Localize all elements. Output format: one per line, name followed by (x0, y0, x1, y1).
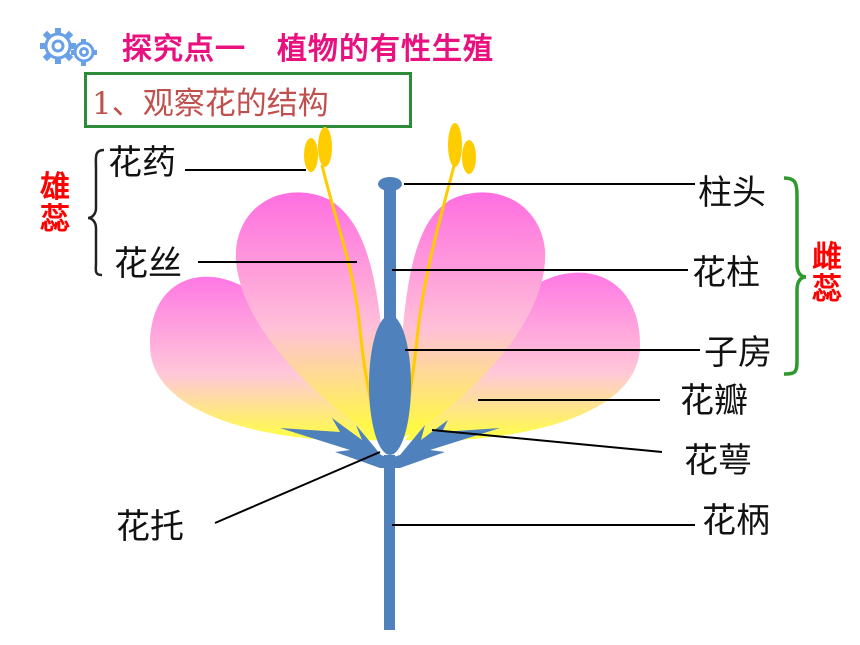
section-subtitle: 1、观察花的结构 (92, 86, 329, 122)
petal-left-inner (235, 192, 387, 440)
anther-right-b (462, 140, 476, 174)
gears-icon (40, 28, 97, 66)
pistil-group-label: 雌蕊 (812, 240, 842, 307)
ovary (369, 315, 411, 455)
label-stigma: 柱头 (698, 173, 766, 213)
pedicel (384, 455, 395, 630)
label-receptacle: 花托 (116, 507, 184, 547)
subtitle-box (84, 72, 412, 128)
anther-left-a (304, 138, 318, 172)
petal-right-outer (405, 272, 640, 441)
petal-left-outer (150, 276, 380, 441)
label-pedicel: 花柄 (702, 501, 770, 541)
label-petal: 花瓣 (680, 381, 748, 421)
pistil-bracket (783, 176, 807, 376)
style (384, 188, 396, 325)
label-ovary: 子房 (704, 333, 772, 373)
label-style: 花柱 (692, 253, 760, 293)
label-filament: 花丝 (114, 244, 182, 284)
anther-right-a (448, 123, 462, 167)
anther-left-b (318, 127, 332, 167)
stamen-group-label: 雄蕊 (40, 170, 70, 237)
label-anther: 花药 (108, 143, 176, 183)
stamen-bracket (87, 148, 105, 277)
leader-sepal (431, 429, 663, 453)
petal-right-inner (398, 192, 546, 440)
label-sepal: 花萼 (684, 441, 752, 481)
stigma (378, 177, 402, 191)
leader-receptacle (214, 451, 381, 524)
page-title: 探究点一 植物的有性生殖 (122, 32, 494, 67)
